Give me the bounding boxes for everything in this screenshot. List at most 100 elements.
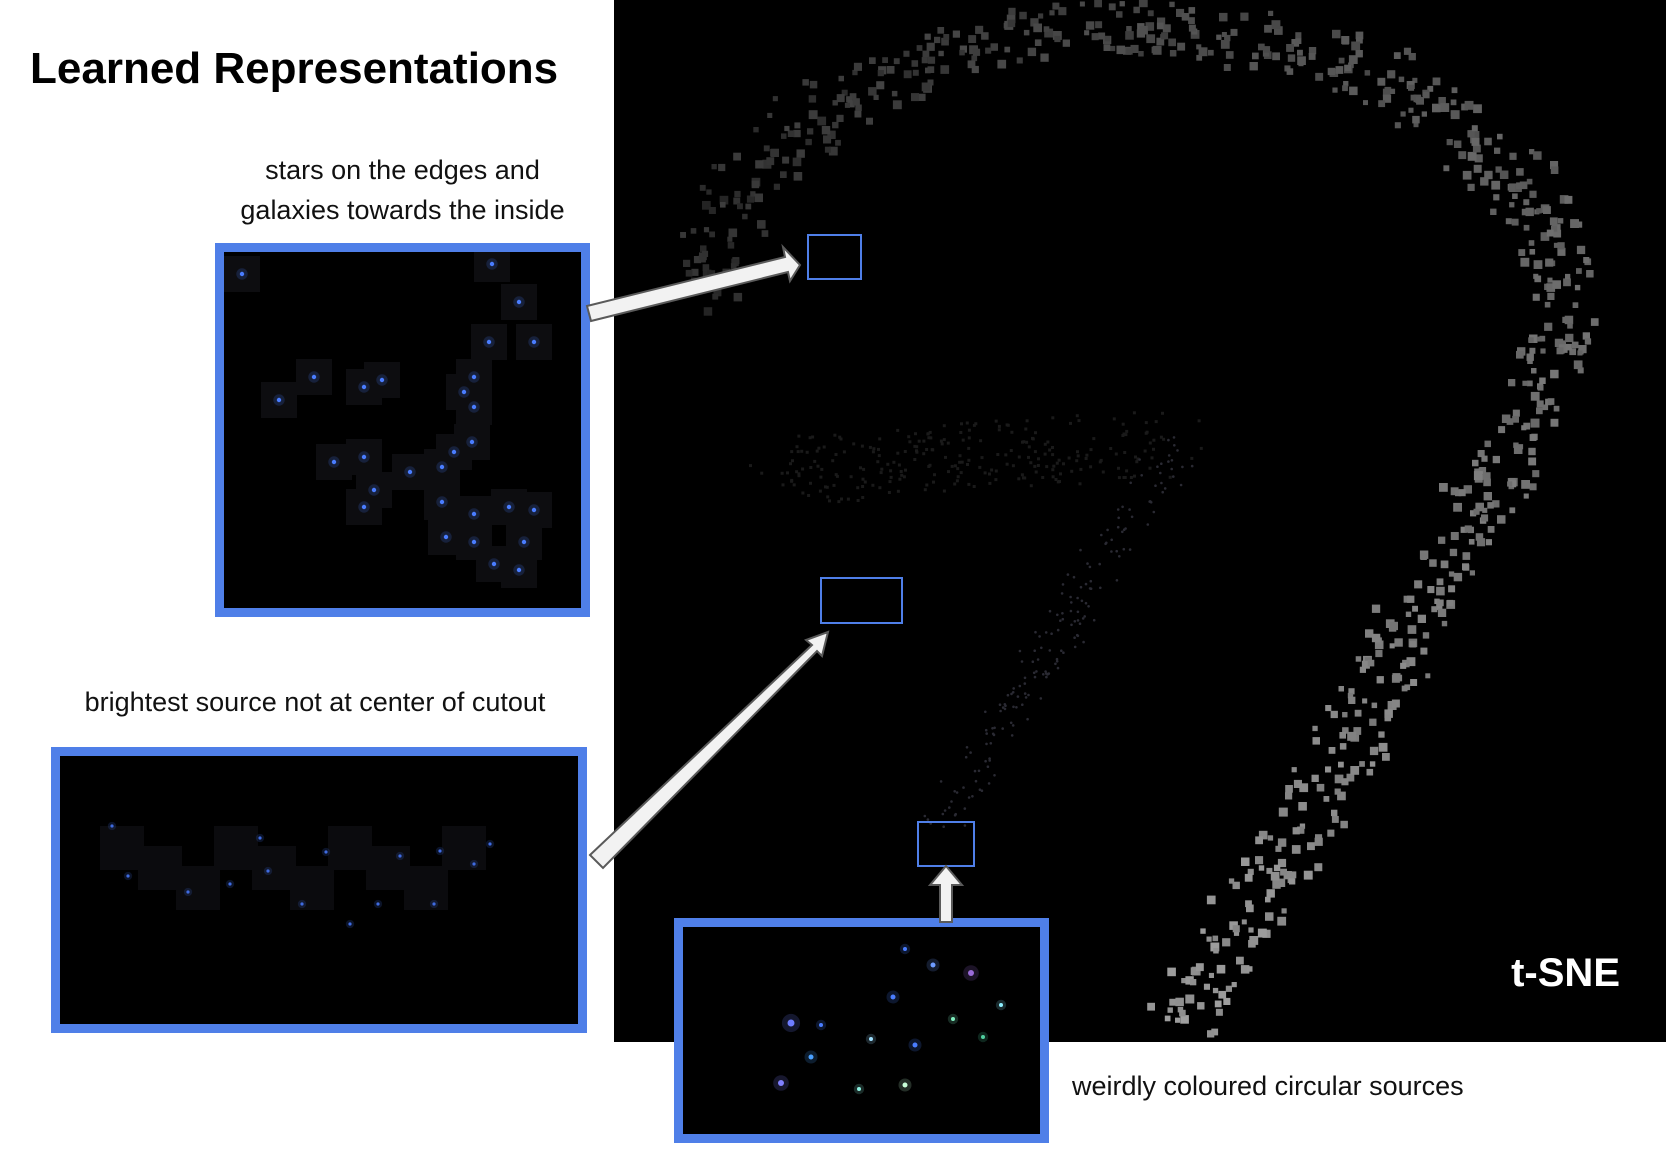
source-core (126, 874, 130, 878)
tsne-point (1523, 493, 1529, 499)
tsne-point (1034, 630, 1037, 634)
tsne-point (1477, 450, 1485, 458)
tsne-point (1325, 705, 1332, 712)
source-core (787, 1019, 795, 1027)
tsne-point (960, 460, 964, 464)
tsne-point (1019, 11, 1027, 20)
tsne-point (1408, 107, 1414, 113)
tsne-point (1518, 249, 1526, 256)
tsne-point (1215, 1008, 1223, 1016)
tsne-point (1375, 649, 1383, 658)
source-core (903, 947, 907, 951)
tsne-point (701, 250, 709, 257)
source-core (951, 1017, 955, 1021)
tsne-point (1553, 242, 1559, 248)
tsne-point (953, 813, 957, 817)
tsne-point (1216, 34, 1222, 40)
tsne-point (1550, 161, 1559, 170)
tsne-point (1169, 50, 1177, 57)
tsne-point (815, 449, 819, 453)
tsne-point (1040, 646, 1043, 650)
tsne-point (1273, 864, 1281, 872)
tsne-point (1059, 619, 1062, 622)
tsne-point (1049, 10, 1055, 16)
tsne-point (1084, 30, 1090, 36)
tsne-point (1406, 657, 1416, 667)
tsne-point (1167, 454, 1171, 457)
tsne-point (1025, 419, 1029, 423)
tsne-point (1516, 350, 1524, 359)
tsne-point (924, 33, 931, 40)
tsne-point (1438, 97, 1446, 105)
tsne-point (1526, 380, 1533, 387)
tsne-point (963, 807, 967, 810)
tsne-point (926, 432, 930, 436)
tsne-point (1126, 26, 1132, 32)
tsne-point (1371, 604, 1381, 613)
tsne-point (927, 56, 936, 64)
tsne-point (1117, 466, 1120, 470)
source-core (516, 299, 522, 305)
tsne-point (1011, 691, 1015, 694)
tsne-point (1523, 224, 1530, 231)
tsne-point (972, 423, 976, 427)
tsne-point (711, 164, 717, 170)
tsne-point (989, 742, 993, 745)
tsne-point (1565, 343, 1572, 351)
tsne-point (1569, 348, 1577, 356)
tsne-point (1027, 47, 1037, 57)
tsne-point (1420, 647, 1428, 655)
tsne-point (1180, 1015, 1189, 1024)
tsne-point (1550, 166, 1559, 174)
tsne-point (1480, 177, 1489, 186)
tsne-point (840, 497, 843, 501)
tsne-point (888, 480, 892, 484)
tsne-point (786, 471, 789, 475)
tsne-point (1509, 152, 1517, 160)
tsne-point (782, 156, 790, 164)
tsne-point (1026, 717, 1029, 721)
tsne-point (826, 495, 830, 499)
cutout-tile (100, 826, 144, 870)
tsne-point (831, 459, 835, 463)
tsne-point (1437, 608, 1447, 617)
tsne-point (1312, 725, 1318, 732)
tsne-point (852, 442, 856, 446)
tsne-point (944, 455, 947, 459)
source-core (348, 922, 352, 926)
cutout-tile (138, 846, 182, 890)
tsne-point (1314, 837, 1323, 846)
tsne-point (1169, 1, 1175, 8)
tsne-point (1006, 693, 1010, 697)
tsne-point (754, 193, 763, 203)
tsne-point (1038, 635, 1041, 638)
tsne-point (834, 453, 838, 456)
tsne-point (832, 121, 839, 129)
tsne-point (967, 446, 971, 450)
source-core (472, 862, 476, 866)
tsne-point (1154, 484, 1157, 488)
tsne-point (1429, 559, 1437, 567)
tsne-point (1188, 24, 1196, 32)
tsne-point (1009, 449, 1013, 452)
source-core (438, 849, 442, 853)
tsne-point (933, 473, 936, 477)
tsne-point (699, 184, 706, 191)
tsne-point (1573, 360, 1583, 370)
tsne-point (1572, 302, 1579, 308)
tsne-point (801, 491, 805, 495)
tsne-point (1138, 51, 1144, 57)
tsne-point (1328, 747, 1336, 754)
tsne-point (959, 45, 967, 53)
tsne-point (1436, 578, 1444, 586)
tsne-point (1355, 656, 1362, 662)
tsne-point (1312, 737, 1320, 745)
tsne-point (974, 422, 978, 426)
source-core (471, 539, 477, 545)
tsne-point (1362, 698, 1368, 704)
tsne-point (1138, 0, 1148, 8)
tsne-point (1449, 548, 1458, 557)
tsne-point (1299, 823, 1306, 829)
tsne-point (1173, 444, 1176, 447)
tsne-point (1022, 476, 1025, 480)
